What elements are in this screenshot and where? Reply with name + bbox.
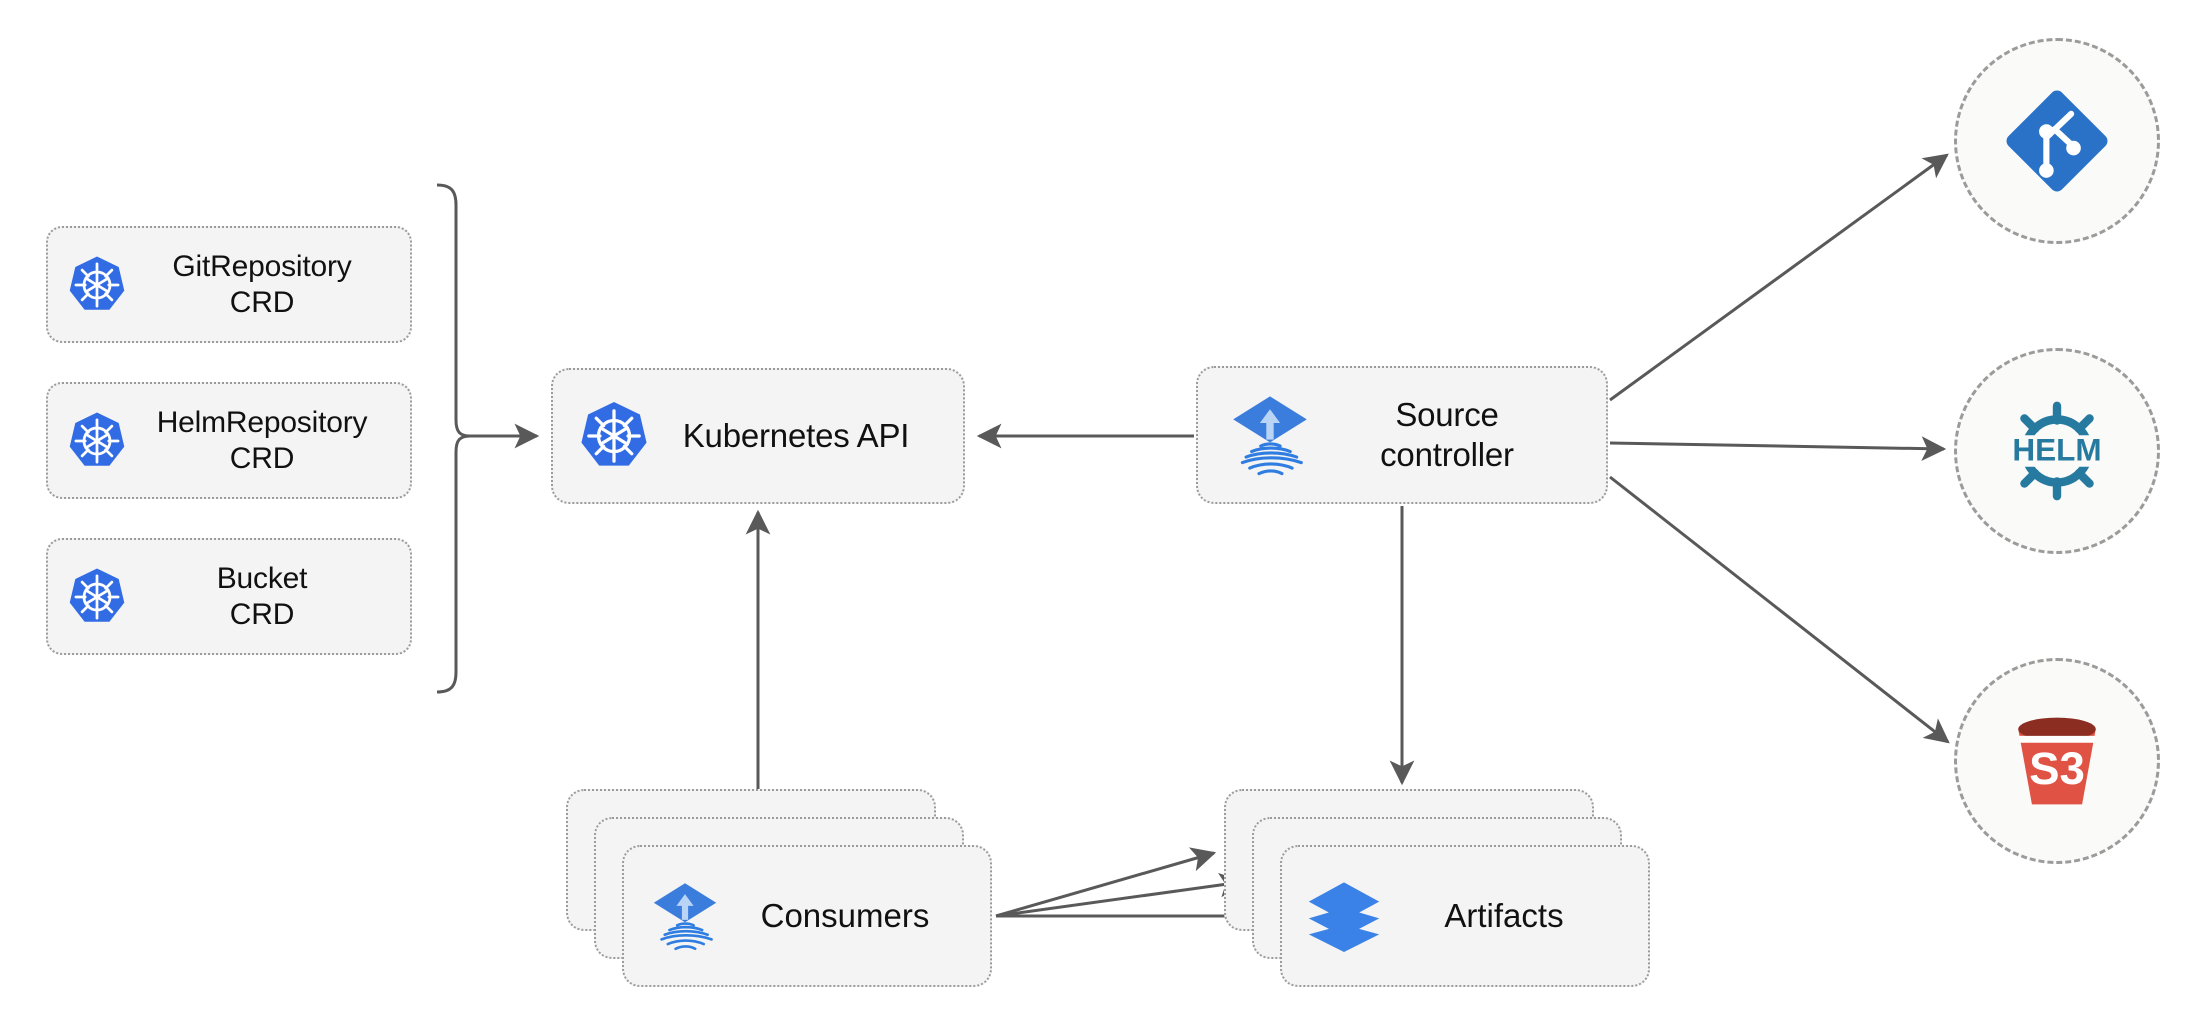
node-kubernetes-api[interactable]: Kubernetes API <box>551 368 965 504</box>
crd-box-helmrepository[interactable]: HelmRepository CRD <box>46 382 412 499</box>
external-s3-bucket[interactable]: S3 <box>1954 658 2160 864</box>
flux-icon <box>646 877 724 955</box>
kubernetes-icon <box>66 254 128 316</box>
node-artifacts[interactable]: Artifacts <box>1224 789 1650 987</box>
node-label: Artifacts <box>1444 897 1564 934</box>
edge-consumers-to-artifact-1 <box>995 847 1217 918</box>
kubernetes-icon <box>66 410 128 472</box>
s3-icon: S3 <box>2000 704 2114 818</box>
node-label: Kubernetes API <box>682 417 910 455</box>
node-source-controller[interactable]: Source controller <box>1196 366 1608 504</box>
crd-label: Bucket CRD <box>216 561 308 631</box>
edge-source-to-s3 <box>1609 475 1950 744</box>
helm-wordmark: HELM <box>2012 431 2101 467</box>
edge-source-to-helm <box>1609 436 1947 461</box>
kubernetes-icon <box>66 566 128 628</box>
flux-icon <box>1224 389 1316 481</box>
kubernetes-icon <box>577 399 651 473</box>
external-git-source[interactable] <box>1954 38 2160 244</box>
s3-wordmark: S3 <box>2029 743 2085 794</box>
node-consumers[interactable]: Consumers <box>566 789 992 987</box>
crd-box-gitrepository[interactable]: GitRepository CRD <box>46 226 412 343</box>
edge-consumers-to-artifact-2 <box>995 872 1245 918</box>
external-helm-repository[interactable]: HELM <box>1954 348 2160 554</box>
crd-label: GitRepository CRD <box>172 249 352 319</box>
helm-icon: HELM <box>1994 388 2120 514</box>
git-icon <box>1998 82 2116 200</box>
crd-label: HelmRepository CRD <box>156 405 368 475</box>
artifacts-card-front[interactable]: Artifacts <box>1280 845 1650 987</box>
crd-box-bucket[interactable]: Bucket CRD <box>46 538 412 655</box>
crd-bracket <box>436 183 471 694</box>
node-label: Source controller <box>1380 396 1514 473</box>
node-label: Consumers <box>760 897 930 934</box>
layers-icon <box>1304 876 1384 956</box>
consumers-card-front[interactable]: Consumers <box>622 845 992 987</box>
edge-source-to-git <box>1609 153 1949 402</box>
